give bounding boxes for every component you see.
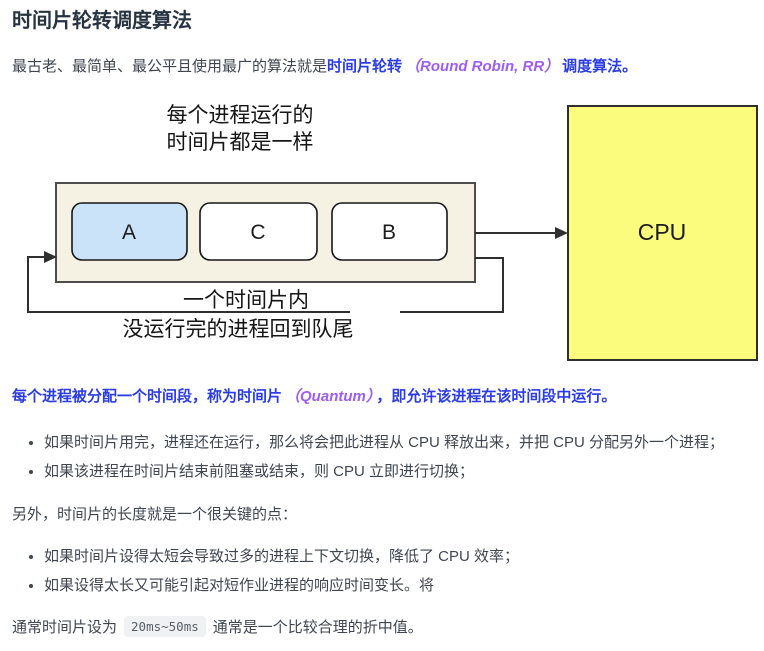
diagram-caption-bottom-line2: 没运行完的进程回到队尾 — [123, 318, 354, 341]
quantum-definition-paragraph: 每个进程被分配一个时间段，称为时间片（Quantum），即允许该进程在该时间段中… — [12, 387, 756, 406]
length-note-paragraph: 另外，时间片的长度就是一个很关键的点： — [12, 506, 298, 523]
intro-plain-text: 最古老、最简单、最公平且使用最广的算法就是 — [12, 58, 328, 75]
time-slice-behavior-list: 如果时间片用完，进程还在运行，那么将会把此进程从 CPU 释放出来，并把 CPU… — [12, 433, 752, 491]
diagram-caption-top-line2: 时间片都是一样 — [167, 131, 314, 154]
closing-suffix: 通常是一个比较合理的折中值。 — [212, 619, 423, 636]
process-box-c — [199, 202, 318, 261]
cpu-label: CPU — [638, 219, 687, 245]
list-item: 如果时间片用完，进程还在运行，那么将会把此进程从 CPU 释放出来，并把 CPU… — [44, 433, 752, 452]
diagram-caption-bottom-line1: 一个时间片内 — [183, 289, 309, 312]
quantum-part1: 每个进程被分配一个时间段，称为时间片 — [12, 388, 283, 405]
closing-prefix: 通常时间片设为 — [12, 619, 118, 636]
process-label-c: C — [250, 221, 265, 244]
arrow-queue-to-cpu-head — [555, 227, 568, 239]
inline-code-timeslice-range: 20ms~50ms — [124, 616, 206, 637]
process-label-b: B — [382, 221, 396, 244]
quantum-term-english: （Quantum） — [285, 388, 374, 405]
process-box-b — [331, 202, 448, 261]
process-box-a — [71, 202, 188, 261]
cpu-box — [567, 105, 758, 361]
list-item: 如果该进程在时间片结束前阻塞或结束，则 CPU 立即进行切换； — [44, 462, 752, 481]
process-label-a: A — [122, 221, 136, 244]
intro-term-english: （Round Robin, RR） — [405, 58, 560, 75]
intro-term: 时间片轮转 — [327, 58, 403, 75]
closing-paragraph: 通常时间片设为 20ms~50ms 通常是一个比较合理的折中值。 — [12, 616, 756, 637]
arrow-loop-to-queue-head — [44, 251, 57, 263]
requeue-loop-left-segment — [27, 256, 350, 313]
time-slice-length-list: 如果时间片设得太短会导致过多的进程上下文切换，降低了 CPU 效率； 如果设得太… — [12, 547, 752, 605]
requeue-loop-right-segment — [400, 257, 504, 313]
round-robin-diagram: 每个进程运行的 时间片都是一样 A C B CPU 一个时间片内 没运行完的进程… — [27, 104, 758, 361]
diagram-caption-top-line1: 每个进程运行的 — [167, 104, 314, 127]
page-title: 时间片轮转调度算法 — [12, 10, 192, 32]
list-item: 如果时间片设得太短会导致过多的进程上下文切换，降低了 CPU 效率； — [44, 547, 752, 566]
list-item: 如果设得太长又可能引起对短作业进程的响应时间变长。将 — [44, 576, 752, 595]
intro-paragraph: 最古老、最简单、最公平且使用最广的算法就是时间片轮转（Round Robin, … — [12, 57, 756, 76]
quantum-part2: ，即允许该进程在该时间段中运行。 — [376, 388, 617, 405]
intro-suffix: 调度算法。 — [562, 58, 638, 75]
